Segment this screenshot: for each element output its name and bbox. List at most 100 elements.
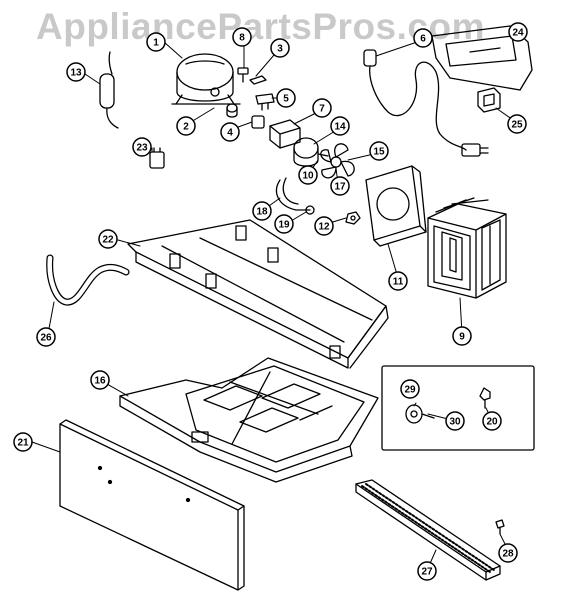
part-relay (269, 119, 301, 149)
part-power-cord (363, 49, 489, 157)
callout-number: 23 (136, 143, 148, 154)
callout-number: 17 (334, 182, 346, 193)
callout-circle (508, 22, 528, 42)
callout-circle (36, 327, 56, 347)
part-drier (99, 51, 119, 129)
callout-5: 5 (276, 88, 296, 108)
inset-parts-box (381, 365, 535, 451)
callout-19: 19 (274, 214, 294, 234)
part-base-pan (127, 219, 389, 369)
callout-number: 10 (302, 171, 314, 182)
callout-number: 16 (94, 376, 106, 387)
callout-number: 13 (70, 68, 82, 79)
callout-number: 12 (318, 222, 330, 233)
part-clip (249, 75, 267, 85)
callout-15: 15 (369, 141, 389, 161)
callout-20: 20 (482, 411, 502, 431)
callout-27: 27 (417, 561, 437, 581)
callout-24: 24 (508, 22, 528, 42)
callout-14: 14 (330, 116, 350, 136)
callout-8: 8 (232, 27, 252, 47)
callout-number: 8 (239, 33, 245, 44)
callout-number: 25 (511, 120, 523, 131)
callout-29: 29 (400, 379, 420, 399)
callout-10: 10 (298, 165, 318, 185)
callout-12: 12 (314, 216, 334, 236)
callout-4: 4 (220, 122, 240, 142)
part-connector (149, 147, 165, 169)
callout-circle (220, 122, 240, 142)
callout-circle (314, 216, 334, 236)
part-cam (405, 404, 435, 424)
callout-9: 9 (452, 326, 472, 346)
callout-number: 5 (283, 94, 289, 105)
callout-7: 7 (312, 98, 332, 118)
callout-16: 16 (90, 370, 110, 390)
callout-number: 28 (502, 549, 514, 560)
callout-circle (98, 229, 118, 249)
callout-28: 28 (498, 543, 518, 563)
callout-circle (498, 543, 518, 563)
callout-2: 2 (176, 116, 196, 136)
part-front-panel (59, 419, 245, 591)
callout-circle (330, 176, 350, 196)
callout-circle (298, 165, 318, 185)
leader-lines (31, 31, 519, 569)
callout-number: 29 (404, 385, 416, 396)
callout-23: 23 (132, 137, 152, 157)
callout-circle (13, 432, 33, 452)
part-switch (477, 87, 501, 113)
callout-number: 3 (277, 44, 283, 55)
part-fan-shroud (365, 165, 427, 247)
callout-number: 6 (420, 34, 426, 45)
callout-number: 1 (153, 38, 159, 49)
part-nut-small (479, 387, 491, 409)
callout-number: 7 (319, 104, 325, 115)
callout-25: 25 (507, 114, 527, 134)
callout-circle (413, 28, 433, 48)
part-fan-blade (320, 143, 355, 179)
callout-11: 11 (388, 271, 408, 291)
callout-circle (482, 411, 502, 431)
part-strap (275, 177, 311, 211)
callout-circle (146, 32, 166, 52)
part-motor-grommet (305, 205, 315, 215)
callout-6: 6 (413, 28, 433, 48)
part-grille (355, 479, 501, 581)
callout-circle (276, 88, 296, 108)
callout-labels: 1234567891011121314151617181920212223242… (13, 22, 528, 581)
callout-circle (252, 201, 272, 221)
callout-circle (400, 379, 420, 399)
callout-circle (445, 411, 465, 431)
callout-circle (507, 114, 527, 134)
callout-number: 26 (40, 333, 52, 344)
callout-circle (66, 62, 86, 82)
callout-13: 13 (66, 62, 86, 82)
callout-17: 17 (330, 176, 350, 196)
callout-circle (132, 137, 152, 157)
callout-circle (388, 271, 408, 291)
callout-circle (452, 326, 472, 346)
part-condenser (427, 197, 507, 299)
callout-1: 1 (146, 32, 166, 52)
callout-21: 21 (13, 432, 33, 452)
callout-22: 22 (98, 229, 118, 249)
part-nut (345, 211, 361, 225)
callout-circle (274, 214, 294, 234)
callout-circle (417, 561, 437, 581)
callout-circle (369, 141, 389, 161)
part-grille-screw (495, 519, 505, 535)
callout-number: 4 (227, 128, 233, 139)
part-relay-clip (255, 93, 275, 111)
part-drain-tray (119, 357, 379, 483)
callout-circle (232, 27, 252, 47)
callout-number: 21 (17, 438, 29, 449)
part-overload (251, 115, 265, 129)
callout-number: 22 (102, 235, 114, 246)
part-grommet (226, 103, 238, 118)
callout-3: 3 (270, 38, 290, 58)
callout-number: 2 (183, 122, 189, 133)
callout-number: 9 (459, 332, 465, 343)
